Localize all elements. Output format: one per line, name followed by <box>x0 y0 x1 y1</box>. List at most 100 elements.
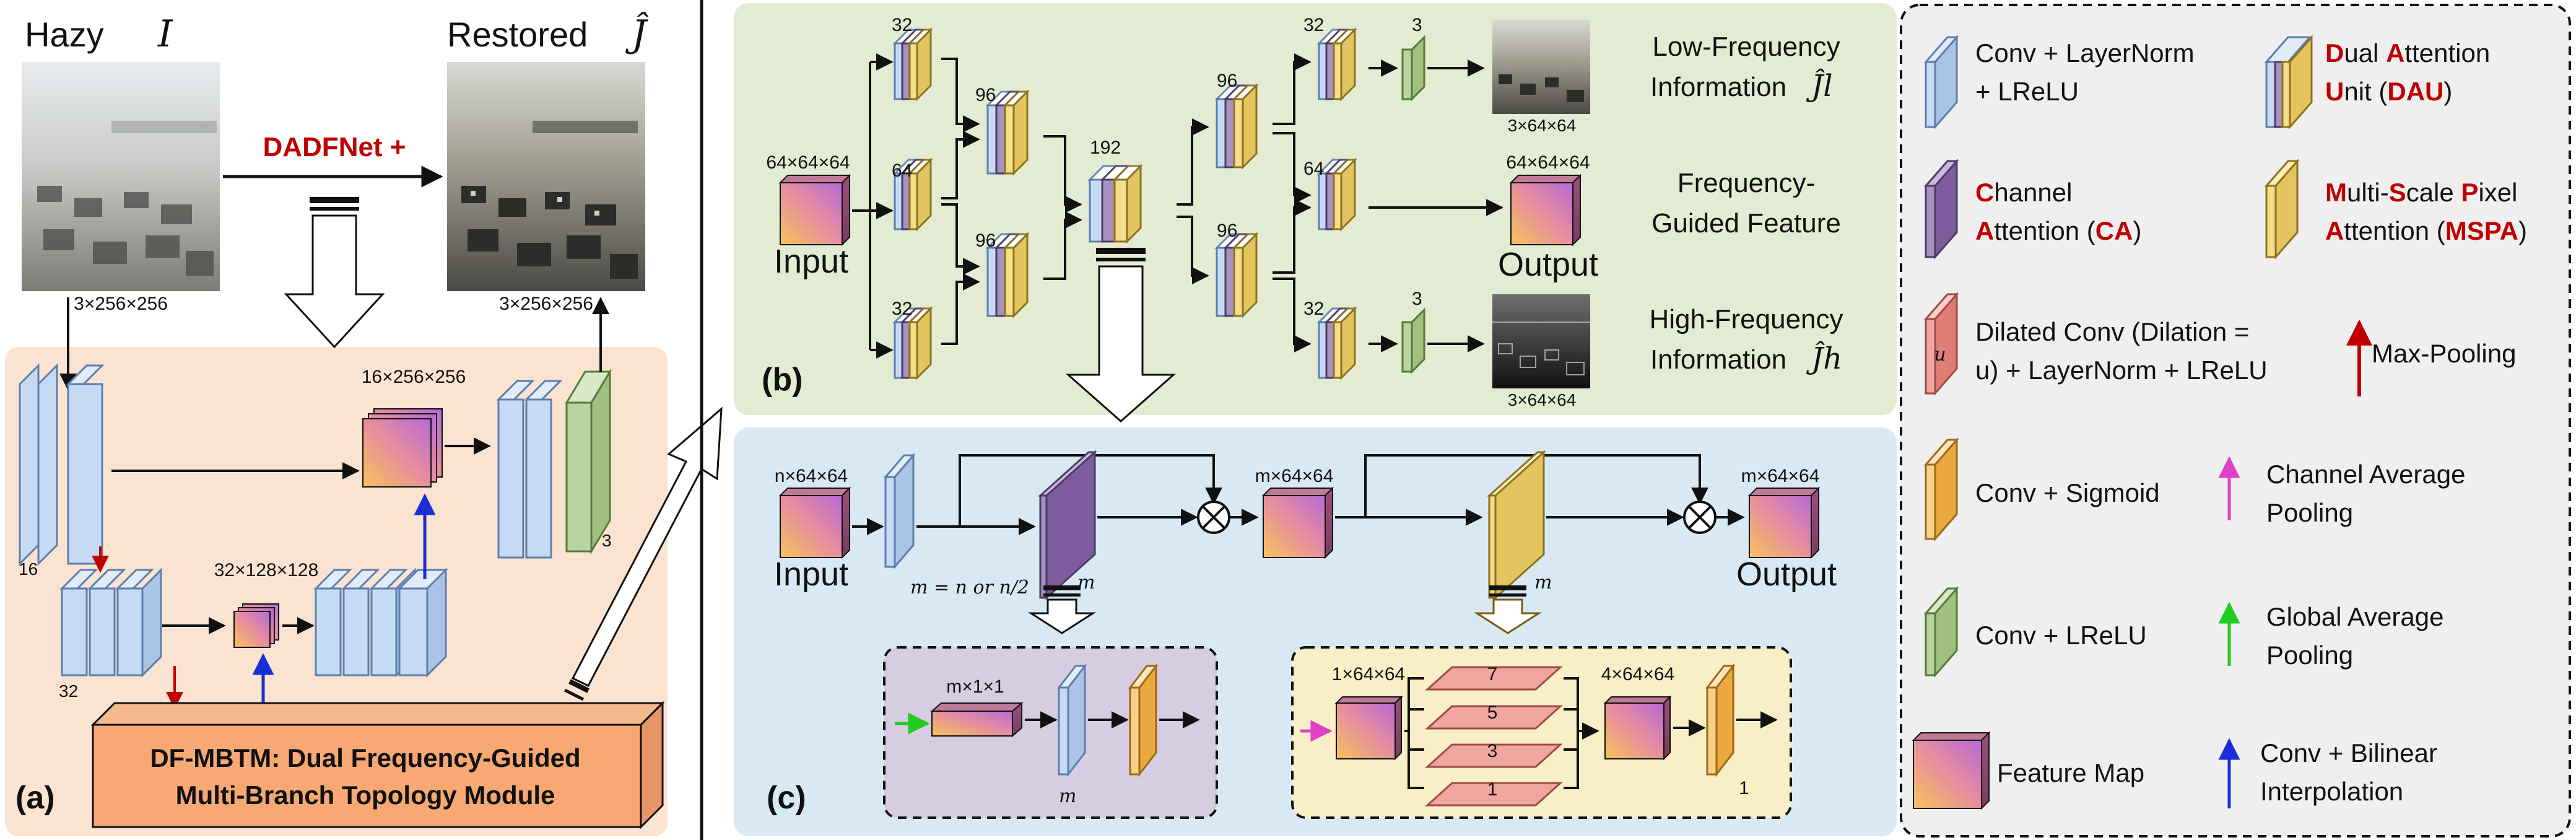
label-3: 3 <box>602 531 612 550</box>
legend-gap-2: Pooling <box>2266 641 2353 670</box>
b-connection-line <box>1043 135 1082 213</box>
low-text-1: Low-Frequency <box>1652 32 1840 62</box>
c-mid-feature-map <box>1261 486 1334 559</box>
c-input-size: n×64×64 <box>775 466 848 486</box>
high-text-1: High-Frequency <box>1649 304 1843 335</box>
b-ch-3a: 3 <box>1412 15 1422 35</box>
legend-mspa-s: S <box>2389 178 2406 207</box>
legend-dau-ttention: ttention <box>2404 38 2490 68</box>
c-input-feature-map <box>778 486 851 559</box>
legend-ca-ttention: ttention ( <box>1994 216 2095 245</box>
c-mspa-block <box>1487 450 1546 600</box>
panel-c-tag: (c) <box>767 780 806 816</box>
dau-b-6 <box>1087 164 1143 244</box>
legend-chavg-1: Channel Average <box>2266 460 2465 489</box>
legend-dau-ual: ual <box>2344 38 2386 68</box>
legend-background <box>1900 4 2571 838</box>
b-connection-line <box>1273 132 1312 204</box>
restored-size-label: 3×256×256 <box>499 294 593 314</box>
dau-b-2 <box>892 157 933 232</box>
legend-bilinear-2: Interpolation <box>2260 777 2403 806</box>
legend-dau-close: ) <box>2443 77 2452 106</box>
dilation-7: 7 <box>1487 664 1498 685</box>
low-text-2: Information <box>1650 72 1786 102</box>
legend-sigmoid-icon <box>1923 437 1959 541</box>
panel-a: Hazy I 3×256×256 Restored Ĵ 3×256×256 DA… <box>5 12 723 836</box>
b-ch-192: 192 <box>1090 138 1121 158</box>
guided-text-1: Frequency- <box>1677 168 1816 198</box>
b-ch-32b: 32 <box>892 299 912 319</box>
legend-conv-ln-2: + LReLU <box>1975 77 2079 106</box>
legend-dau-2: Unit (DAU) <box>2325 77 2452 106</box>
hazy-size-label: 3×256×256 <box>74 294 168 314</box>
panel-a-tag: (a) <box>15 780 55 816</box>
b-ch-96d: 96 <box>1217 221 1237 241</box>
legend-mspa-2: Attention (MSPA) <box>2325 216 2527 245</box>
b-ch-32c: 32 <box>1303 15 1324 35</box>
b-output-label: Output <box>1498 246 1598 283</box>
df-mbtm-module-box <box>90 701 665 829</box>
mspa-1-label: 1 <box>1739 778 1749 798</box>
legend-conv-sigmoid: Conv + Sigmoid <box>1975 478 2160 507</box>
dau-b-7 <box>1214 83 1259 170</box>
dau-b-9 <box>1316 27 1357 102</box>
dau-b-5 <box>985 232 1030 318</box>
b-ch-96c: 96 <box>1217 71 1237 91</box>
hazy-symbol: I <box>157 12 173 56</box>
b-connection-line <box>941 58 980 133</box>
expand-arrow-a <box>284 197 385 349</box>
mspa-out-size: 4×64×64 <box>1601 664 1674 685</box>
legend-dau-u: U <box>2325 77 2344 106</box>
legend-mspa-p: P <box>2461 178 2478 207</box>
dau-b-1 <box>892 27 933 102</box>
ca-pooled-feature <box>930 701 1024 738</box>
ca-size: m×1×1 <box>946 676 1004 697</box>
high-size: 3×64×64 <box>1508 390 1577 409</box>
legend-mspa-icon <box>2264 159 2300 260</box>
panel-b-tag: (b) <box>762 362 803 398</box>
feat-mid-size: 32×128×128 <box>214 560 319 580</box>
feat-top-size: 16×256×256 <box>362 367 466 387</box>
b-ch-32d: 32 <box>1303 299 1324 319</box>
b-connection-line <box>1273 278 1312 352</box>
feature-map-top <box>362 408 443 488</box>
legend-ca-1: Channel <box>1975 178 2072 207</box>
legend-mspa-ulti: ulti- <box>2347 178 2389 207</box>
legend-ca-hannel: hannel <box>1994 178 2072 207</box>
legend-mspa-close: ) <box>2518 216 2527 245</box>
legend-dilated-u: u <box>1934 344 1946 365</box>
feature-map-mid <box>233 603 279 648</box>
decoder-conv-block-top <box>496 380 563 559</box>
restored-label: Restored <box>447 15 588 54</box>
high-text-2: Information <box>1650 344 1786 375</box>
legend-dau-1: Dual Attention <box>2325 38 2490 68</box>
dilation-3: 3 <box>1487 741 1498 761</box>
low-frequency-image <box>1492 20 1590 114</box>
label-16: 16 <box>19 559 38 579</box>
hazy-image <box>22 62 220 291</box>
label-32: 32 <box>59 681 78 701</box>
legend-dilated-2: u) + LayerNorm + LReLU <box>1975 356 2268 385</box>
legend-conv-ln-1: Conv + LayerNorm <box>1975 38 2195 68</box>
hazy-label: Hazy <box>25 15 104 54</box>
legend-dau-a: A <box>2386 38 2404 68</box>
legend-ca-a: A <box>1975 216 1994 245</box>
b-connection-line <box>1273 53 1312 125</box>
encoder-conv-block-32 <box>59 567 162 678</box>
c-output-feature-map <box>1747 486 1821 559</box>
b-connection-line <box>1177 216 1209 284</box>
dilation-planes <box>1425 666 1563 807</box>
dilated-conv-plane <box>1425 705 1563 730</box>
c-mid-size: m×64×64 <box>1255 466 1334 486</box>
legend-feature-map: Feature Map <box>1997 758 2144 787</box>
b-ch-3b: 3 <box>1412 289 1422 309</box>
legend-lrelu-icon <box>1923 586 1959 678</box>
b-ch-64b: 64 <box>1303 159 1324 179</box>
dau-b-4 <box>985 89 1030 176</box>
df-mbtm-line1: DF-MBTM: Dual Frequency-Guided <box>150 743 580 772</box>
restored-symbol: Ĵ <box>625 12 649 56</box>
encoder-conv-block-16 <box>19 363 105 566</box>
decoder-conv-block-mid <box>313 567 448 678</box>
expand-arrow-b-to-c <box>1066 248 1176 423</box>
